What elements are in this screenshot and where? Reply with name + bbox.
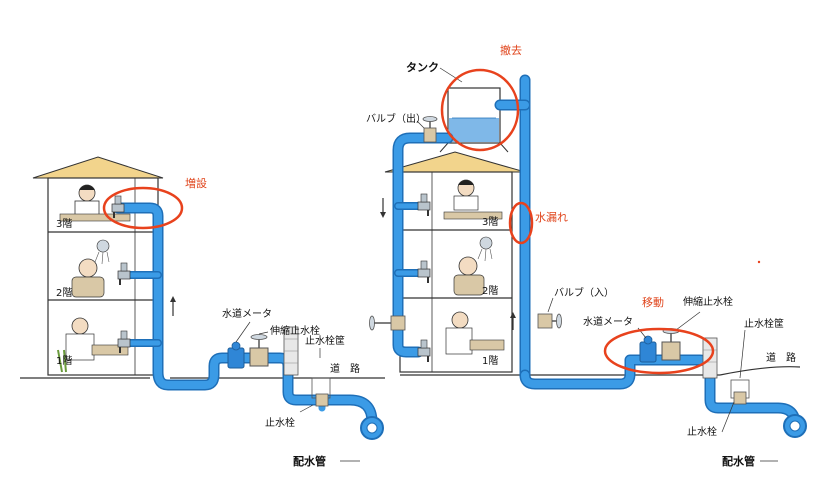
right-leader-lines — [416, 67, 778, 462]
right-road-label: 道 路 — [766, 353, 796, 364]
right-expansion-valve-label: 伸縮止水栓 — [683, 297, 733, 308]
right-stop-valve-label: 止水栓 — [687, 427, 717, 438]
right-valve-in-label: バルブ（入） — [554, 288, 614, 299]
right-valve-in — [537, 313, 562, 329]
left-water-meter-label: 水道メータ — [222, 309, 272, 320]
left-faucet-1f — [117, 330, 131, 353]
right-removal-label: 撤去 — [500, 44, 522, 57]
left-valve-box-label: 止水栓筐 — [305, 336, 345, 347]
left-building-roof — [32, 156, 164, 179]
left-supply-pipes — [112, 202, 378, 428]
right-branch-valves — [369, 315, 406, 331]
right-water-meter-label: 水道メータ — [583, 317, 633, 328]
left-resident-1f — [57, 317, 129, 373]
right-valve-out-label: バルブ（出） — [366, 114, 426, 125]
right-resident-1f — [445, 311, 505, 355]
right-resident-3f — [443, 179, 503, 220]
left-valve-box — [283, 326, 331, 399]
left-distribution-main — [360, 416, 384, 440]
left-extension-label: 増設 — [185, 177, 207, 190]
right-faucet-2f — [417, 260, 431, 283]
right-valve-out — [422, 116, 438, 143]
right-faucet-1f — [417, 339, 431, 362]
left-leader-lines — [235, 321, 360, 462]
left-floor-2-label: 2階 — [56, 288, 73, 299]
right-resident-2f — [453, 236, 493, 296]
right-relocation-highlight — [603, 327, 715, 375]
left-flow-arrow — [170, 296, 176, 316]
left-stop-valve-label: 止水栓 — [265, 418, 295, 429]
left-water-meter — [227, 341, 245, 369]
left-floor-3-label: 3階 — [56, 219, 73, 230]
left-expansion-valve-label: 伸縮止水栓 — [270, 326, 320, 337]
right-elevated-tank — [439, 87, 509, 153]
stray-dot — [757, 260, 761, 264]
left-resident-3f — [59, 184, 131, 222]
left-stop-valve — [315, 393, 329, 407]
left-distribution-main-label: 配水管 — [293, 455, 326, 468]
right-removal-highlight — [440, 68, 520, 152]
left-road-label: 道 路 — [330, 364, 360, 375]
right-diagram — [369, 67, 807, 462]
right-leak-label: 水漏れ — [535, 211, 568, 224]
right-stop-valve — [733, 391, 747, 405]
right-flow-arrow-up — [510, 312, 516, 330]
left-resident-2f — [71, 239, 110, 298]
right-faucet-3f — [417, 193, 431, 216]
left-diagram — [20, 156, 385, 462]
left-faucet-3f — [111, 195, 125, 218]
right-water-meter — [639, 335, 657, 363]
left-faucet-2f — [117, 262, 131, 285]
right-ground-line — [400, 366, 801, 376]
right-tank-label: タンク — [406, 61, 439, 74]
right-leak-highlight — [508, 201, 534, 245]
left-expansion-valve — [249, 334, 269, 367]
right-floor-1-label: 1階 — [482, 356, 499, 367]
right-floor-2-label: 2階 — [482, 286, 499, 297]
right-valve-box-label: 止水栓筐 — [744, 319, 784, 330]
right-building-roof — [384, 151, 526, 173]
right-distribution-main-label: 配水管 — [722, 455, 755, 468]
right-flow-arrow-down — [380, 198, 386, 218]
left-extension-highlight — [102, 186, 184, 230]
right-expansion-valve — [661, 328, 681, 361]
right-floor-3-label: 3階 — [482, 217, 499, 228]
left-floor-1-label: 1階 — [56, 356, 73, 367]
right-distribution-main — [783, 414, 807, 438]
right-relocation-label: 移動 — [642, 296, 664, 309]
